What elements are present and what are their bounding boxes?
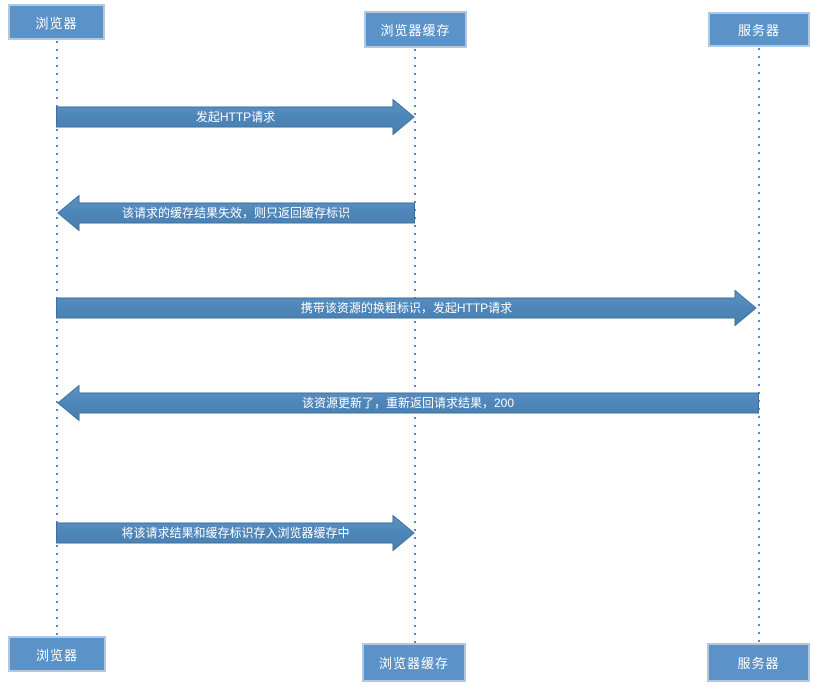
message-cache-expired: 该请求的缓存结果失效，则只返回缓存标识 bbox=[57, 195, 415, 231]
lifeline-browser-cache bbox=[414, 49, 416, 643]
actor-box-browser-cache-top: 浏览器缓存 bbox=[364, 11, 467, 48]
actor-label-server: 服务器 bbox=[737, 656, 780, 671]
message-label: 该请求的缓存结果失效，则只返回缓存标识 bbox=[121, 206, 350, 220]
lifeline-server bbox=[758, 48, 760, 643]
actor-label-server: 服务器 bbox=[737, 23, 780, 38]
actor-box-browser-top: 浏览器 bbox=[8, 4, 105, 40]
arrow-left-icon bbox=[57, 195, 415, 231]
message-http-request: 发起HTTP请求 bbox=[56, 99, 415, 135]
arrow-right-icon bbox=[56, 99, 415, 135]
arrow-right-icon bbox=[56, 515, 415, 551]
actor-box-browser-cache-bottom: 浏览器缓存 bbox=[362, 643, 466, 682]
actor-box-server-top: 服务器 bbox=[708, 12, 810, 47]
arrow-left-icon bbox=[57, 385, 759, 421]
actor-label-browser-cache: 浏览器缓存 bbox=[378, 656, 449, 671]
arrow-right-icon bbox=[56, 290, 757, 326]
message-store-result: 将该请求结果和缓存标识存入浏览器缓存中 bbox=[56, 515, 415, 551]
message-label: 携带该资源的换粗标识，发起HTTP请求 bbox=[300, 301, 513, 315]
actor-label-browser: 浏览器 bbox=[35, 647, 78, 663]
actor-label-browser-cache: 浏览器缓存 bbox=[380, 23, 451, 38]
message-label: 将该请求结果和缓存标识存入浏览器缓存中 bbox=[121, 526, 350, 540]
actor-box-server-bottom: 服务器 bbox=[707, 643, 810, 682]
actor-box-browser-bottom: 浏览器 bbox=[8, 636, 106, 672]
message-label: 发起HTTP请求 bbox=[195, 110, 276, 124]
lifeline-browser bbox=[56, 41, 58, 636]
message-resource-updated: 该资源更新了，重新返回请求结果，200 bbox=[57, 385, 759, 421]
actor-label-browser: 浏览器 bbox=[35, 15, 78, 31]
message-request-with-identifier: 携带该资源的换粗标识，发起HTTP请求 bbox=[56, 290, 757, 326]
message-label: 该资源更新了，重新返回请求结果，200 bbox=[301, 396, 515, 410]
